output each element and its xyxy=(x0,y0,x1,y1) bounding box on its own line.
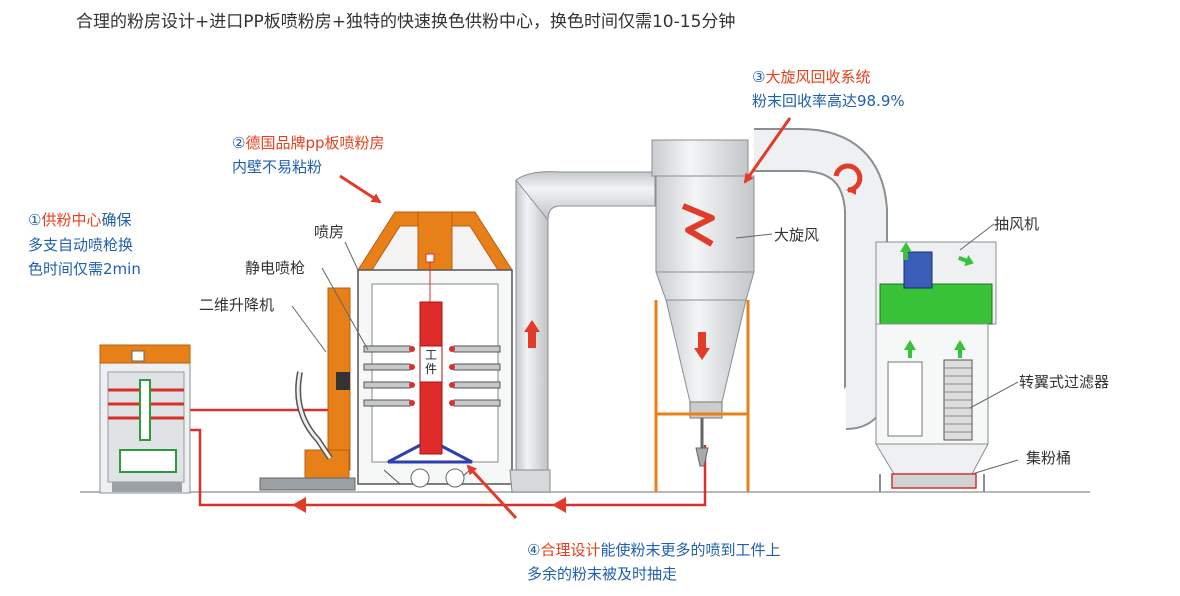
callout-2-number: ② xyxy=(232,134,246,152)
callout-4-title: 合理设计 xyxy=(540,541,601,559)
powder-supply-center xyxy=(99,344,191,494)
callout-1-title: 供粉中心 xyxy=(41,211,102,229)
callout-4-inline: 能使粉末更多的喷到工件上 xyxy=(600,541,781,559)
callout-2-line2: 内壁不易粘粉 xyxy=(232,158,323,176)
callout-2: ②德国品牌pp板喷粉房 xyxy=(232,132,385,154)
callout-1-line3: 色时间仅需2min xyxy=(28,260,141,278)
callout-arrows xyxy=(339,117,792,520)
callout-3: ③大旋风回收系统 xyxy=(752,66,870,88)
filter-cabinet xyxy=(875,241,997,492)
callout-1-inline: 确保 xyxy=(101,211,132,229)
callout-1-line2: 多支自动喷枪换 xyxy=(28,236,134,254)
cyclone-stand xyxy=(654,300,750,492)
label-cyclone: 大旋风 xyxy=(774,226,820,244)
workpiece xyxy=(419,301,443,455)
callout-2-title: 德国品牌pp板喷粉房 xyxy=(245,134,385,152)
callout-1-number: ① xyxy=(28,211,42,229)
callout-3-line2: 粉末回收率高达98.9% xyxy=(752,92,905,110)
leader-lines xyxy=(291,223,1019,475)
label-workpiece: 工件 xyxy=(424,348,437,376)
label-bucket: 集粉桶 xyxy=(1026,449,1072,467)
callout-3-number: ③ xyxy=(752,68,766,86)
callout-4-number: ④ xyxy=(527,541,541,559)
hose-flow-arrows xyxy=(292,497,566,513)
riser-duct xyxy=(509,171,656,493)
spray-guns xyxy=(363,345,501,407)
label-spray-gun: 静电喷枪 xyxy=(245,259,306,277)
label-fan: 抽风机 xyxy=(994,215,1040,233)
label-filter: 转翼式过滤器 xyxy=(1019,373,1110,391)
cyclone-separator xyxy=(651,139,755,467)
callout-3-title: 大旋风回收系统 xyxy=(765,68,871,86)
label-lift: 二维升降机 xyxy=(199,296,275,314)
reciprocator-lift xyxy=(259,287,356,491)
headline: 合理的粉房设计+进口PP板喷粉房+独特的快速换色供粉中心，换色时间仅需10-15… xyxy=(76,12,736,32)
callout-4: ④合理设计能使粉末更多的喷到工件上 xyxy=(527,539,780,561)
label-booth: 喷房 xyxy=(314,223,345,241)
exhaust-duct xyxy=(754,128,888,430)
callout-1: ①供粉中心确保 xyxy=(28,209,131,231)
callout-4-line2: 多余的粉末被及时抽走 xyxy=(527,565,678,583)
